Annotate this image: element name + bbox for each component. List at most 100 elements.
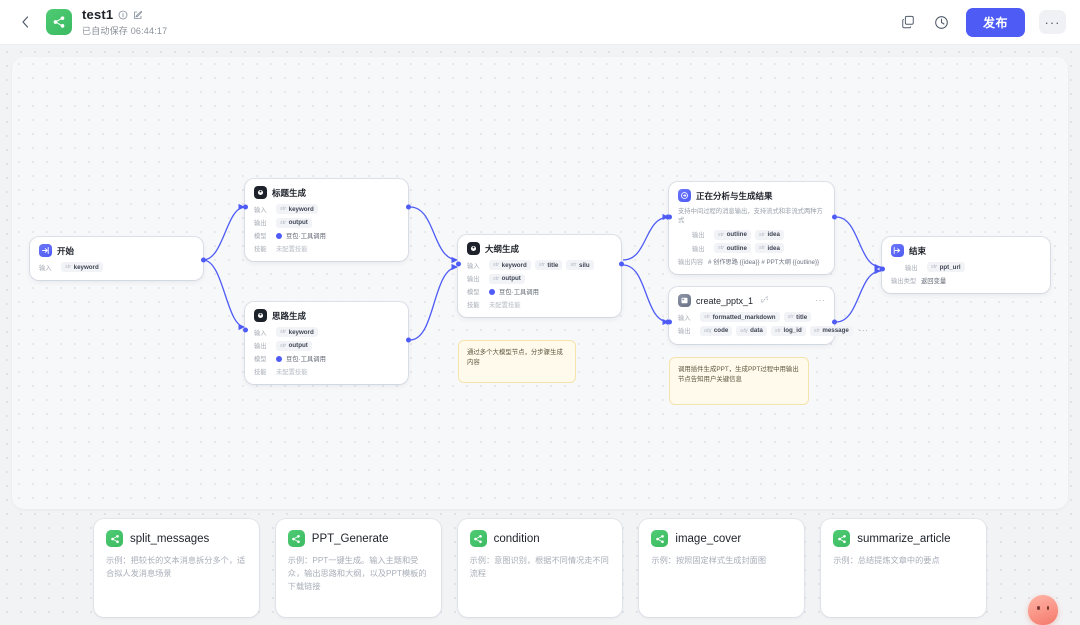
edit-square-icon[interactable] [133,10,143,20]
port-output[interactable] [406,205,411,210]
workflow-green-icon [288,530,305,547]
info-circle-icon[interactable] [118,10,128,20]
output-type-value: 返回变量 [921,276,946,285]
row-label: 输出 [254,218,272,227]
output-overflow-button[interactable]: ··· [859,326,869,335]
node-row-model: 模型 豆包·工具调用 [254,354,399,363]
chip-type: str [775,328,781,334]
output-content-value: # 创作思路 {{idea}} # PPT大纲 {{outline}} [708,257,819,266]
avatar-eye-right [1047,606,1050,610]
template-card[interactable]: summarize_article 示例：总结提炼文章中的要点 [821,519,986,617]
header-actions: 发布 ··· [898,8,1080,37]
port-output[interactable] [832,320,837,325]
start-node-icon [39,244,52,257]
node-header: create_pptx_1 ··· [678,294,825,307]
node-title-generation[interactable]: 标题生成 输入 strkeyword 输出 stroutput 模型 豆包·工具… [245,179,408,261]
plugin-node-icon [678,294,691,307]
chip-type: obj [704,328,711,334]
avatar-eye-left [1037,606,1040,610]
template-card[interactable]: image_cover 示例：按照固定样式生成封面图 [639,519,804,617]
model-dot-icon [489,289,495,295]
note-plugin-ppt[interactable]: 调用插件生成PPT，生成PPT过程中用输出节点告知用户关键信息 [669,357,809,405]
node-title: 大纲生成 [485,243,519,255]
node-start[interactable]: 开始 输入 strkeyword [30,237,203,280]
node-row-input: 输入 strkeyword [254,327,399,337]
workflow-canvas[interactable]: 开始 输入 strkeyword 标题生成 输入 strkeyword 输出 [12,57,1068,509]
template-card[interactable]: split_messages 示例：把较长的文本消息拆分多个，适合拟人发消息场景 [94,519,259,617]
port-output[interactable] [406,338,411,343]
chip-name: data [750,327,763,334]
chip-name: code [714,327,728,334]
variable-chip: strkeyword [489,260,531,270]
port-input[interactable] [243,205,248,210]
node-analyzing-output[interactable]: 正在分析与生成结果 支持中间过程的消息输出，支持流式和非流式两种方式 输出 st… [669,182,834,274]
variable-chip: stroutput [489,274,525,284]
port-input[interactable] [667,215,672,220]
workflow-green-icon [470,530,487,547]
chip-name: outline [727,231,747,238]
node-end[interactable]: 结束 输出 strppt_url 输出类型 返回变量 [882,237,1050,293]
node-create-pptx[interactable]: create_pptx_1 ··· 输入 strformatted_markdo… [669,287,834,344]
link-icon[interactable] [761,296,768,305]
row-label: 模型 [254,231,272,240]
node-more-button[interactable]: ··· [816,296,826,305]
model-value: 豆包·工具调用 [286,354,326,363]
duplicate-icon[interactable] [898,12,918,32]
row-label: 技能 [467,300,485,309]
variable-chip: stroutput [276,218,312,228]
port-output[interactable] [619,262,624,267]
node-header: 结束 [891,244,1041,257]
back-button[interactable] [14,11,36,33]
port-input[interactable] [880,267,885,272]
node-row-output: 输出 strppt_url [891,262,1041,272]
publish-button[interactable]: 发布 [966,8,1025,37]
more-options-button[interactable]: ··· [1039,10,1066,34]
node-row-input: 输入 strkeyword [39,262,194,272]
chip-name: keyword [289,329,314,336]
node-header: 正在分析与生成结果 [678,189,825,202]
port-input[interactable] [456,262,461,267]
end-node-icon [891,244,904,257]
variable-chip: objdata [736,326,767,336]
port-input[interactable] [243,328,248,333]
clock-history-icon[interactable] [932,12,952,32]
row-label: 输入 [254,328,272,337]
variable-chip: strkeyword [276,327,318,337]
row-label: 输出类型 [891,276,917,285]
node-row-output: 输出 stroutput [254,218,399,228]
row-label: 模型 [467,287,485,296]
node-idea-generation[interactable]: 思路生成 输入 strkeyword 输出 stroutput 模型 豆包·工具… [245,302,408,384]
chip-type: str [788,314,794,320]
node-title: 思路生成 [272,310,306,322]
node-outline-generation[interactable]: 大纲生成 输入 strkeyword strtitle strsilu 输出 s… [458,235,621,317]
template-card[interactable]: PPT_Generate 示例：PPT一键生成。输入主题和受众，输出思路和大纲，… [276,519,441,617]
card-header: PPT_Generate [288,530,429,547]
chip-type: str [718,232,724,238]
row-label: 技能 [254,367,272,376]
workflow-green-icon [651,530,668,547]
variable-chip: objcode [700,326,732,336]
chip-type: str [759,232,765,238]
node-row-output: 输出 stroutput [467,274,612,284]
note-llm-steps[interactable]: 通过多个大模型节点，分步骤生成内容 [458,340,576,383]
node-row-skill: 技能 未配置技能 [254,244,399,253]
chip-type: str [570,262,576,268]
port-output[interactable] [832,215,837,220]
assistant-avatar-icon[interactable] [1028,595,1058,625]
title-block: test1 已自动保存 06:44:17 [82,7,167,37]
node-row-output-1: 输出 stroutline stridea [678,230,825,240]
llm-node-icon [467,242,480,255]
node-row-model: 模型 豆包·工具调用 [467,287,612,296]
chip-type: str [814,328,820,334]
card-description: 示例：意图识别，根据不同情况走不同流程 [470,554,611,580]
model-value: 豆包·工具调用 [286,231,326,240]
variable-chip: strppt_url [927,262,965,272]
node-title: create_pptx_1 [696,296,753,306]
chip-type: str [280,220,286,226]
port-input[interactable] [667,320,672,325]
llm-node-icon [254,309,267,322]
chip-type: obj [740,328,747,334]
card-description: 示例：PPT一键生成。输入主题和受众，输出思路和大纲，以及PPT模板的下载链接 [288,554,429,593]
port-output[interactable] [201,258,206,263]
template-card[interactable]: condition 示例：意图识别，根据不同情况走不同流程 [458,519,623,617]
